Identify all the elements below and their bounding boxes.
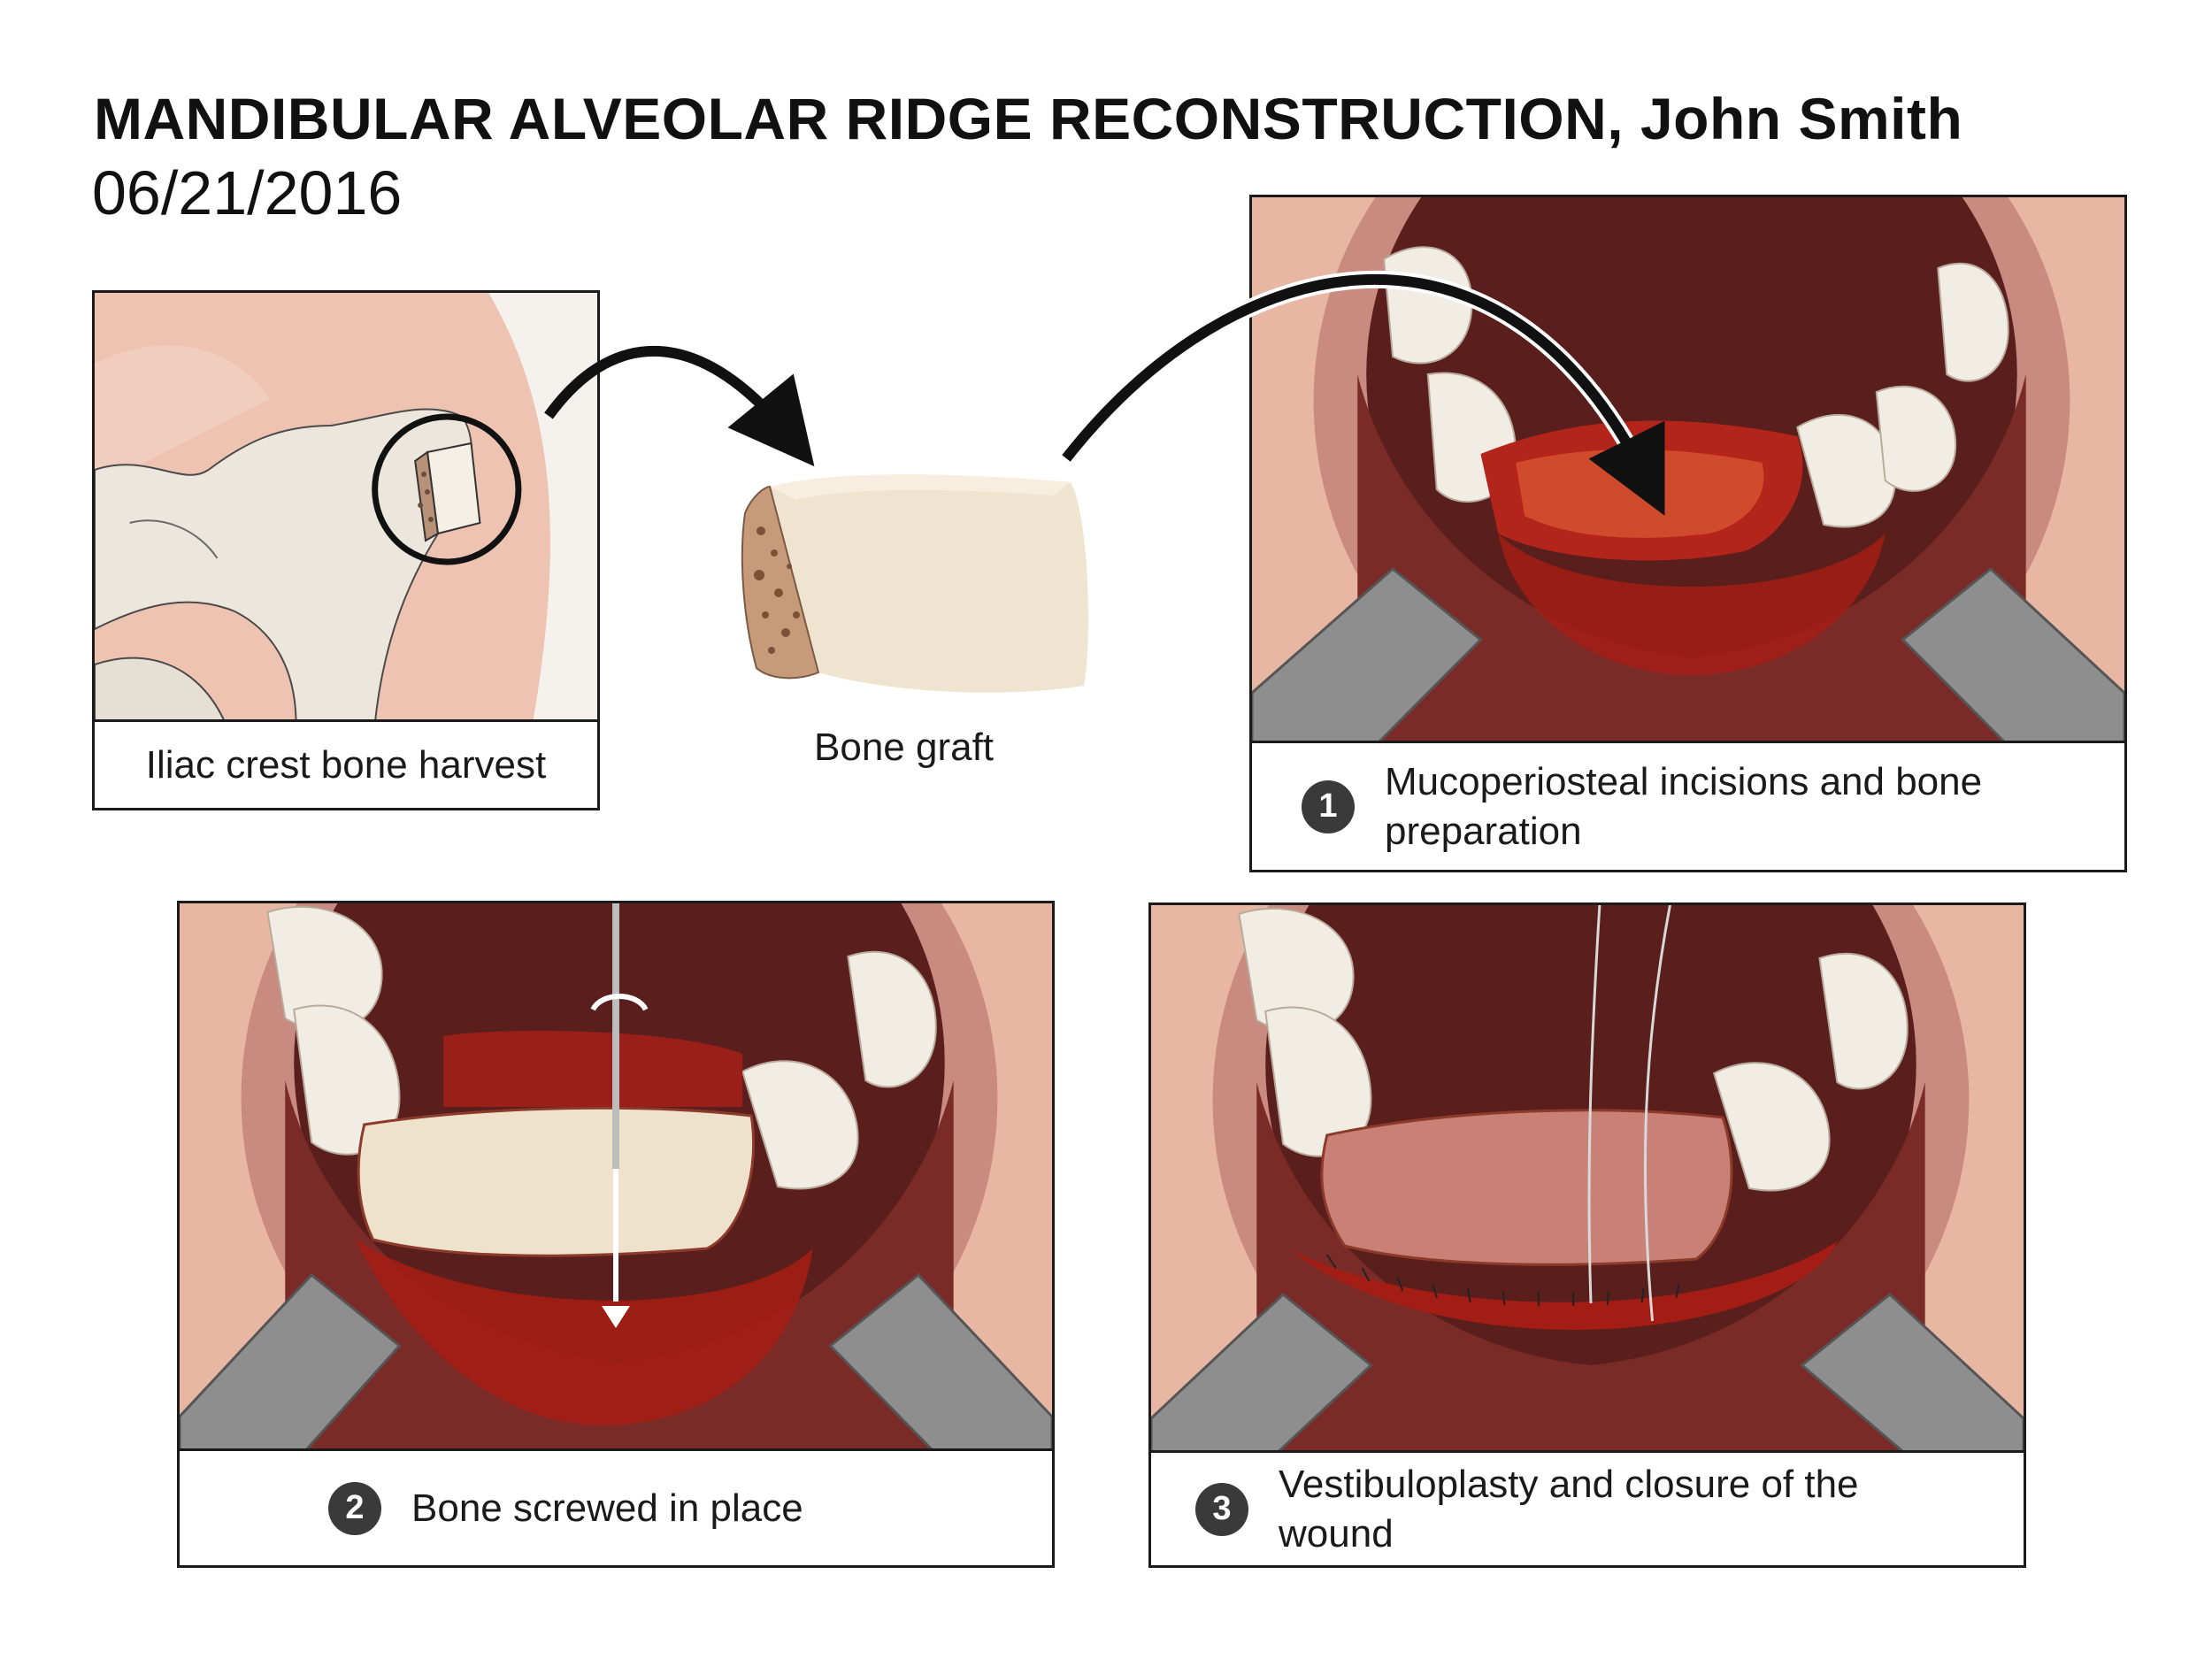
- caption-step-2: 2 Bone screwed in place: [180, 1448, 1052, 1565]
- bone-graft-label: Bone graft: [814, 726, 995, 769]
- caption-step-1: 1 Mucoperiosteal incisions and bone prep…: [1252, 741, 2124, 870]
- caption-step-3: 3 Vestibuloplasty and closure of the wou…: [1151, 1450, 2024, 1565]
- page-title: MANDIBULAR ALVEOLAR RIDGE RECONSTRUCTION…: [94, 86, 1963, 151]
- iliac-illustration: [95, 293, 597, 725]
- panel-iliac-crest: Iliac crest bone harvest: [92, 290, 600, 810]
- panel-step-1: 1 Mucoperiosteal incisions and bone prep…: [1249, 195, 2127, 872]
- caption-iliac: Iliac crest bone harvest: [95, 719, 597, 808]
- step-1-badge: 1: [1302, 780, 1355, 833]
- step3-illustration: [1151, 905, 2024, 1455]
- step1-illustration: [1252, 197, 2124, 746]
- bone-graft-illustration: [734, 460, 1106, 708]
- step2-illustration: [180, 903, 1052, 1454]
- caption-iliac-text: Iliac crest bone harvest: [145, 742, 547, 787]
- panel-step-2: 2 Bone screwed in place: [177, 901, 1055, 1568]
- step-3-badge: 3: [1195, 1482, 1248, 1536]
- step-2-badge: 2: [328, 1481, 381, 1535]
- caption-step-2-text: Bone screwed in place: [411, 1486, 803, 1530]
- page-date: 06/21/2016: [92, 158, 403, 227]
- caption-step-1-text: Mucoperiosteal incisions and bone prepar…: [1385, 759, 1983, 853]
- panel-step-3: 3 Vestibuloplasty and closure of the wou…: [1148, 902, 2026, 1568]
- caption-step-3-text: Vestibuloplasty and closure of the wound: [1279, 1462, 1859, 1555]
